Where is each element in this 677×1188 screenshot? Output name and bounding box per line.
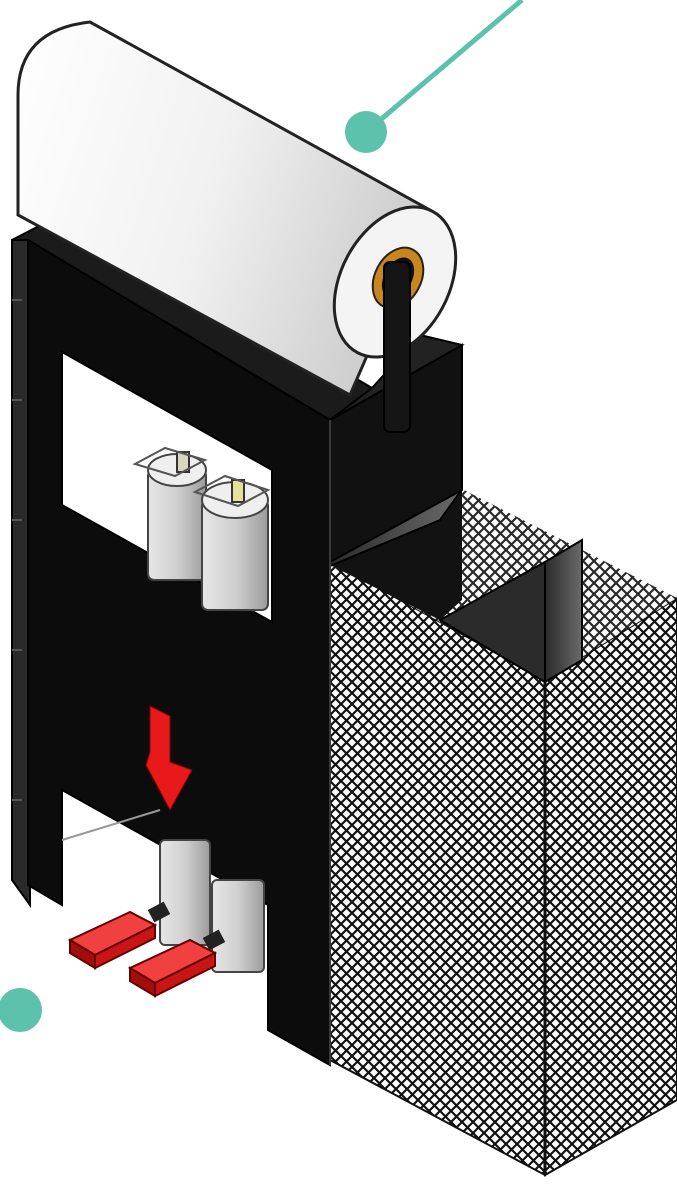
divider-panel	[545, 540, 582, 682]
callout-roll-leader	[366, 0, 522, 132]
mesh-side-face	[545, 598, 677, 1175]
callout-roll	[345, 0, 522, 153]
roll-shaft	[384, 262, 410, 432]
callout-roll-dot	[345, 111, 387, 153]
callout-valves-dot	[0, 988, 42, 1032]
cylinder-valve-right	[232, 480, 244, 502]
